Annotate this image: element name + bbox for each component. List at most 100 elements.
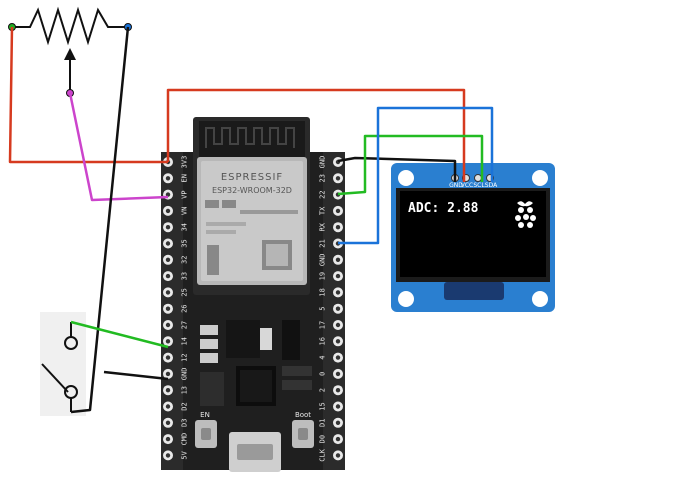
pin-label: D2	[181, 402, 189, 410]
oled-pin-vcc: VCC	[461, 182, 473, 189]
pin-label: 23	[319, 174, 327, 182]
pin-label: 5V	[181, 450, 189, 459]
pin-label: GND	[181, 368, 189, 381]
pin-label: GND	[319, 253, 327, 266]
esp32-model: ESP32-WROOM-32D	[212, 186, 292, 195]
pin-label: D0	[319, 435, 327, 443]
header-pin-hole	[165, 436, 171, 442]
pin-label: 2	[319, 388, 327, 392]
pin-label: 35	[181, 239, 189, 247]
pin-label: 16	[319, 337, 327, 345]
push-button-symbol	[41, 322, 78, 412]
header-pin-hole	[335, 388, 341, 393]
pin-label: 22	[319, 190, 327, 198]
oled-pin-gnd: GND	[449, 182, 463, 189]
header-pin-hole	[165, 257, 171, 262]
header-pin-hole	[335, 273, 341, 279]
pin-label: GND	[319, 156, 327, 169]
header-pin-hole	[165, 306, 171, 311]
header-pin-hole	[165, 453, 171, 458]
esp32-board: ESPRESSIF ESP32-WROOM-32D EN Boot	[161, 117, 345, 472]
wire-green-switch-14	[70, 320, 169, 349]
wire-black-pot-gnd	[70, 26, 130, 414]
boot-button-label: Boot	[295, 411, 311, 419]
header-pin-hole	[165, 339, 171, 344]
pin-label: CLK	[319, 448, 327, 461]
wire-green-scl	[337, 134, 484, 196]
header-pin-hole	[165, 192, 171, 197]
pin-label: 12	[181, 353, 189, 361]
potentiometer-symbol	[12, 6, 128, 93]
header-pin-hole	[335, 355, 341, 360]
pin-label: 14	[181, 337, 189, 345]
pin-label: D3	[181, 419, 189, 427]
pin-label: VN	[181, 207, 189, 215]
header-pin-hole	[335, 453, 341, 458]
pin-label: TX	[319, 206, 327, 215]
pin-label: 0	[319, 372, 327, 376]
pin-label: 21	[319, 239, 327, 247]
oled-adc-readout: ADC: 2.88	[408, 201, 479, 216]
pin-label: D1	[319, 419, 327, 427]
wire-blue-sda	[338, 106, 494, 245]
pin-label: RX	[319, 222, 327, 231]
pin-label: 27	[181, 321, 189, 329]
header-pin-hole	[335, 322, 341, 328]
header-pin-hole	[165, 322, 171, 328]
raspberry-pi-logo-icon	[515, 201, 536, 228]
pin-label: 15	[319, 402, 327, 410]
switch-panel	[40, 312, 86, 416]
pin-label: 34	[181, 223, 189, 231]
header-pin-hole	[335, 371, 341, 377]
pin-label: 17	[319, 321, 327, 329]
header-pin-hole	[335, 420, 341, 425]
wires	[8, 26, 494, 414]
header-pin-hole	[165, 225, 171, 230]
header-pin-hole	[335, 208, 341, 214]
oled-pin-sda: SDA	[485, 182, 498, 189]
header-pin-hole	[165, 176, 171, 181]
header-pin-hole	[335, 176, 341, 181]
header-pin-hole	[335, 339, 341, 344]
oled-pin-scl: SCL	[473, 182, 485, 189]
pin-label: 33	[181, 272, 189, 280]
wire-black-oled-gnd	[337, 156, 457, 182]
header-pin-hole	[165, 290, 171, 295]
pin-label: 26	[181, 304, 189, 312]
header-pin-hole	[165, 388, 171, 393]
header-pin-hole	[165, 355, 171, 360]
wire-red-pot-3v3	[8, 26, 168, 164]
header-pin-hole	[335, 225, 341, 230]
pin-label: VP	[181, 190, 189, 198]
header-pin-hole	[165, 404, 171, 409]
header-pin-hole	[335, 436, 341, 442]
header-pin-hole	[165, 208, 171, 214]
pin-label: 5	[319, 307, 327, 311]
header-pin-hole	[165, 371, 171, 377]
header-pin-hole	[335, 257, 341, 262]
pin-label: 32	[181, 256, 189, 264]
header-pin-hole	[335, 306, 341, 311]
header-pin-hole	[335, 404, 341, 409]
pin-label: 18	[319, 288, 327, 296]
pin-label: CMD	[181, 433, 189, 446]
header-pin-hole	[165, 273, 171, 279]
en-button-label: EN	[200, 411, 210, 419]
wire-black-switch-gnd	[103, 370, 169, 381]
pin-label: 3V3	[181, 156, 189, 169]
oled-display: ADC: 2.88	[391, 163, 555, 312]
wire-magenta-wiper-vp	[68, 92, 169, 202]
pin-label: 4	[319, 355, 327, 359]
pin-label: 13	[181, 386, 189, 394]
pin-label: 25	[181, 288, 189, 296]
oled-header-pin	[474, 174, 482, 182]
pin-label: 19	[319, 272, 327, 280]
oled-pin-labels: GND VCC SCL SDA	[449, 182, 498, 189]
header-pin-hole	[165, 420, 171, 425]
esp32-brand: ESPRESSIF	[221, 172, 283, 183]
header-pin-hole	[335, 290, 341, 295]
pin-label: EN	[181, 174, 189, 182]
